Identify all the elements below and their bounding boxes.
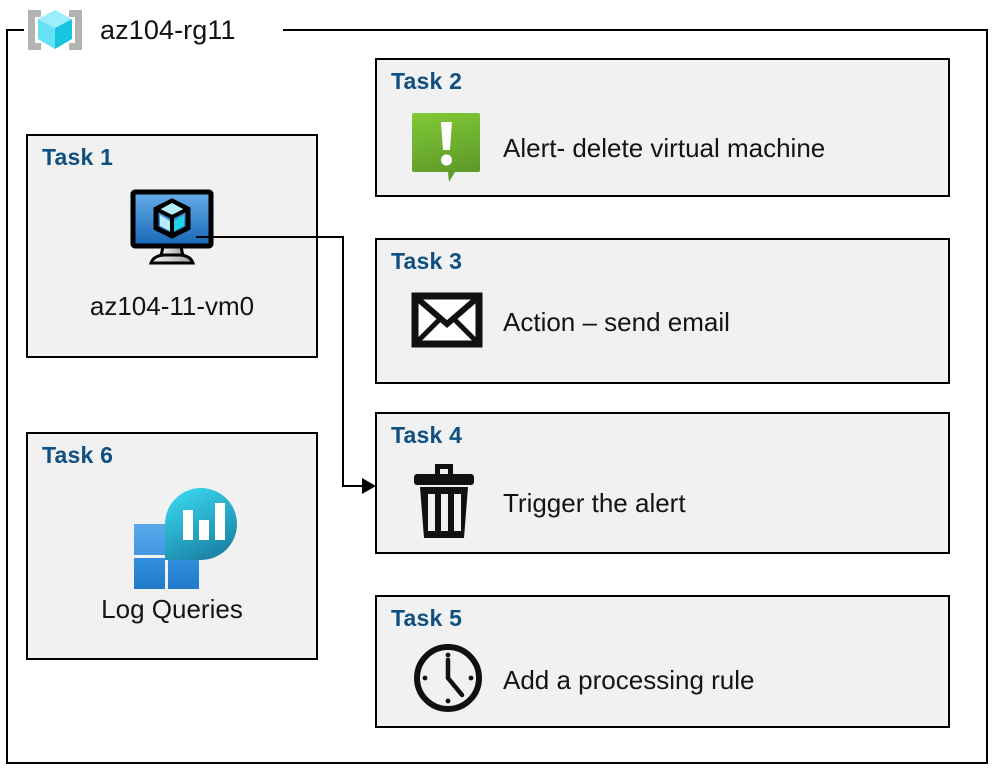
envelope-icon	[411, 292, 491, 353]
virtual-machine-icon	[124, 188, 220, 275]
resource-group-header: az104-rg11	[24, 2, 236, 58]
task-6-icon-slot	[28, 482, 316, 595]
task-5-title: Task 5	[391, 605, 463, 631]
resource-group-border-bottom	[6, 762, 988, 764]
resource-group-border-top-left	[6, 29, 24, 31]
task-3-label: Action – send email	[503, 307, 730, 337]
task-1-label: az104-11-vm0	[89, 291, 255, 321]
log-analytics-icon	[126, 482, 238, 595]
connector-arrowhead-icon	[362, 478, 376, 494]
task-6-label: Log Queries	[101, 594, 243, 624]
task-2-label: Alert- delete virtual machine	[503, 133, 826, 163]
trash-can-icon	[411, 462, 491, 545]
task-4-content-row: Trigger the alert	[411, 462, 938, 545]
task-1-icon-slot	[28, 188, 316, 275]
task-4-title: Task 4	[391, 422, 463, 448]
task-2-title: Task 2	[391, 68, 463, 94]
connector-segment-vertical	[342, 236, 344, 487]
connector-segment-horizontal-top	[196, 236, 344, 238]
alert-exclamation-icon	[411, 108, 491, 189]
task-card-3[interactable]: Task 3 Action – send email	[375, 238, 950, 384]
task-3-title: Task 3	[391, 248, 463, 274]
clock-icon	[411, 641, 491, 720]
task-card-6[interactable]: Task 6	[26, 432, 318, 660]
task-card-5[interactable]: Task 5 Add a processing rule	[375, 595, 950, 728]
task-card-4[interactable]: Task 4 Trigger the alert	[375, 412, 950, 554]
task-5-content-row: Add a processing rule	[411, 641, 938, 720]
resource-group-border-left	[6, 29, 8, 764]
connector-segment-horizontal-bottom	[342, 485, 364, 487]
resource-group-border-top-right	[283, 29, 988, 31]
task-3-content-row: Action – send email	[411, 292, 938, 353]
task-1-title: Task 1	[42, 144, 114, 170]
task-6-title: Task 6	[42, 442, 114, 468]
resource-group-cube-icon	[24, 6, 86, 54]
task-2-content-row: Alert- delete virtual machine	[411, 108, 938, 189]
resource-group-border-right	[986, 29, 988, 764]
resource-group-name: az104-rg11	[100, 14, 236, 45]
task-card-1[interactable]: Task 1	[26, 134, 318, 358]
task-card-2[interactable]: Task 2 Alert- delete virtual machine	[375, 58, 950, 197]
task-5-label: Add a processing rule	[503, 665, 755, 695]
task-4-label: Trigger the alert	[503, 488, 686, 518]
